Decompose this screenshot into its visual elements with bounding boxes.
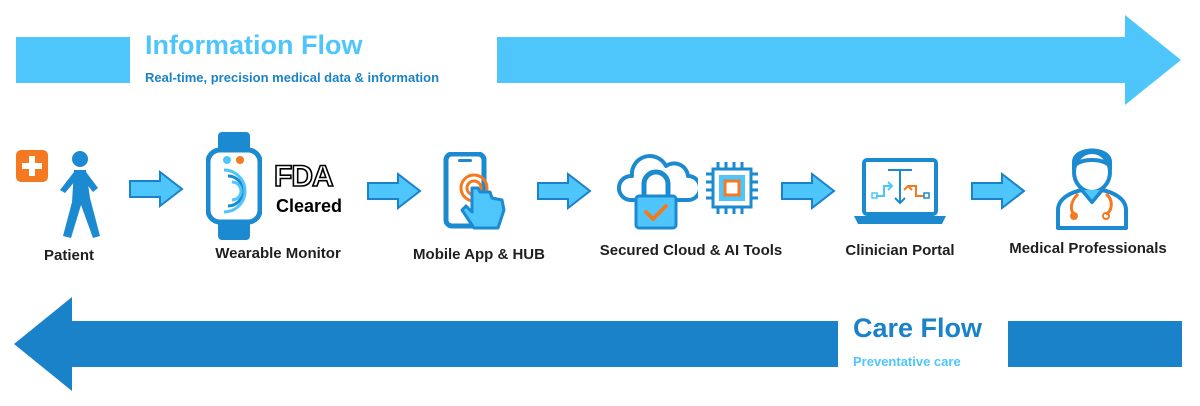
walking-person-icon: [60, 151, 100, 238]
connector-arrow-3: [537, 172, 592, 210]
medical-cross-icon: [16, 150, 48, 182]
information-flow-bar-left: [16, 37, 130, 83]
information-flow-title: Information Flow: [145, 30, 363, 60]
care-flow-bar-left: [68, 321, 838, 367]
step-label-medical-professionals: Medical Professionals: [1009, 240, 1167, 257]
fda-cleared-label: Cleared: [276, 196, 343, 216]
care-flow-arrowhead: [14, 297, 72, 391]
care-flow-title: Care Flow: [853, 313, 983, 343]
connector-arrow-4: [781, 172, 836, 210]
connector-arrow-1: [129, 170, 184, 208]
fda-logo: FDA: [274, 160, 335, 190]
connector-arrow-5: [971, 172, 1026, 210]
information-flow-bar-right: [497, 37, 1129, 83]
step-label-wearable-monitor: Wearable Monitor: [215, 245, 341, 262]
smartwatch-icon: [206, 132, 262, 240]
step-label-secured-cloud-ai-tools: Secured Cloud & AI Tools: [599, 242, 783, 259]
care-flow-subtitle: Preventative care: [853, 354, 961, 369]
step-label-mobile-app-hub: Mobile App & HUB: [413, 246, 545, 263]
laptop-chart-icon: [854, 158, 946, 224]
svg-text:FDA: FDA: [274, 160, 333, 190]
step-label-clinician-portal: Clinician Portal: [845, 242, 955, 259]
cloud-lock-icon: [617, 154, 698, 230]
smartphone-tap-icon: [443, 152, 506, 230]
information-flow-arrowhead: [1125, 15, 1181, 105]
ai-chip-icon: [706, 162, 758, 214]
doctor-icon: [1056, 148, 1128, 230]
connector-arrow-2: [367, 172, 422, 210]
care-flow-bar-right: [1008, 321, 1182, 367]
information-flow-subtitle: Real-time, precision medical data & info…: [145, 70, 440, 85]
step-label-patient: Patient: [43, 247, 95, 264]
